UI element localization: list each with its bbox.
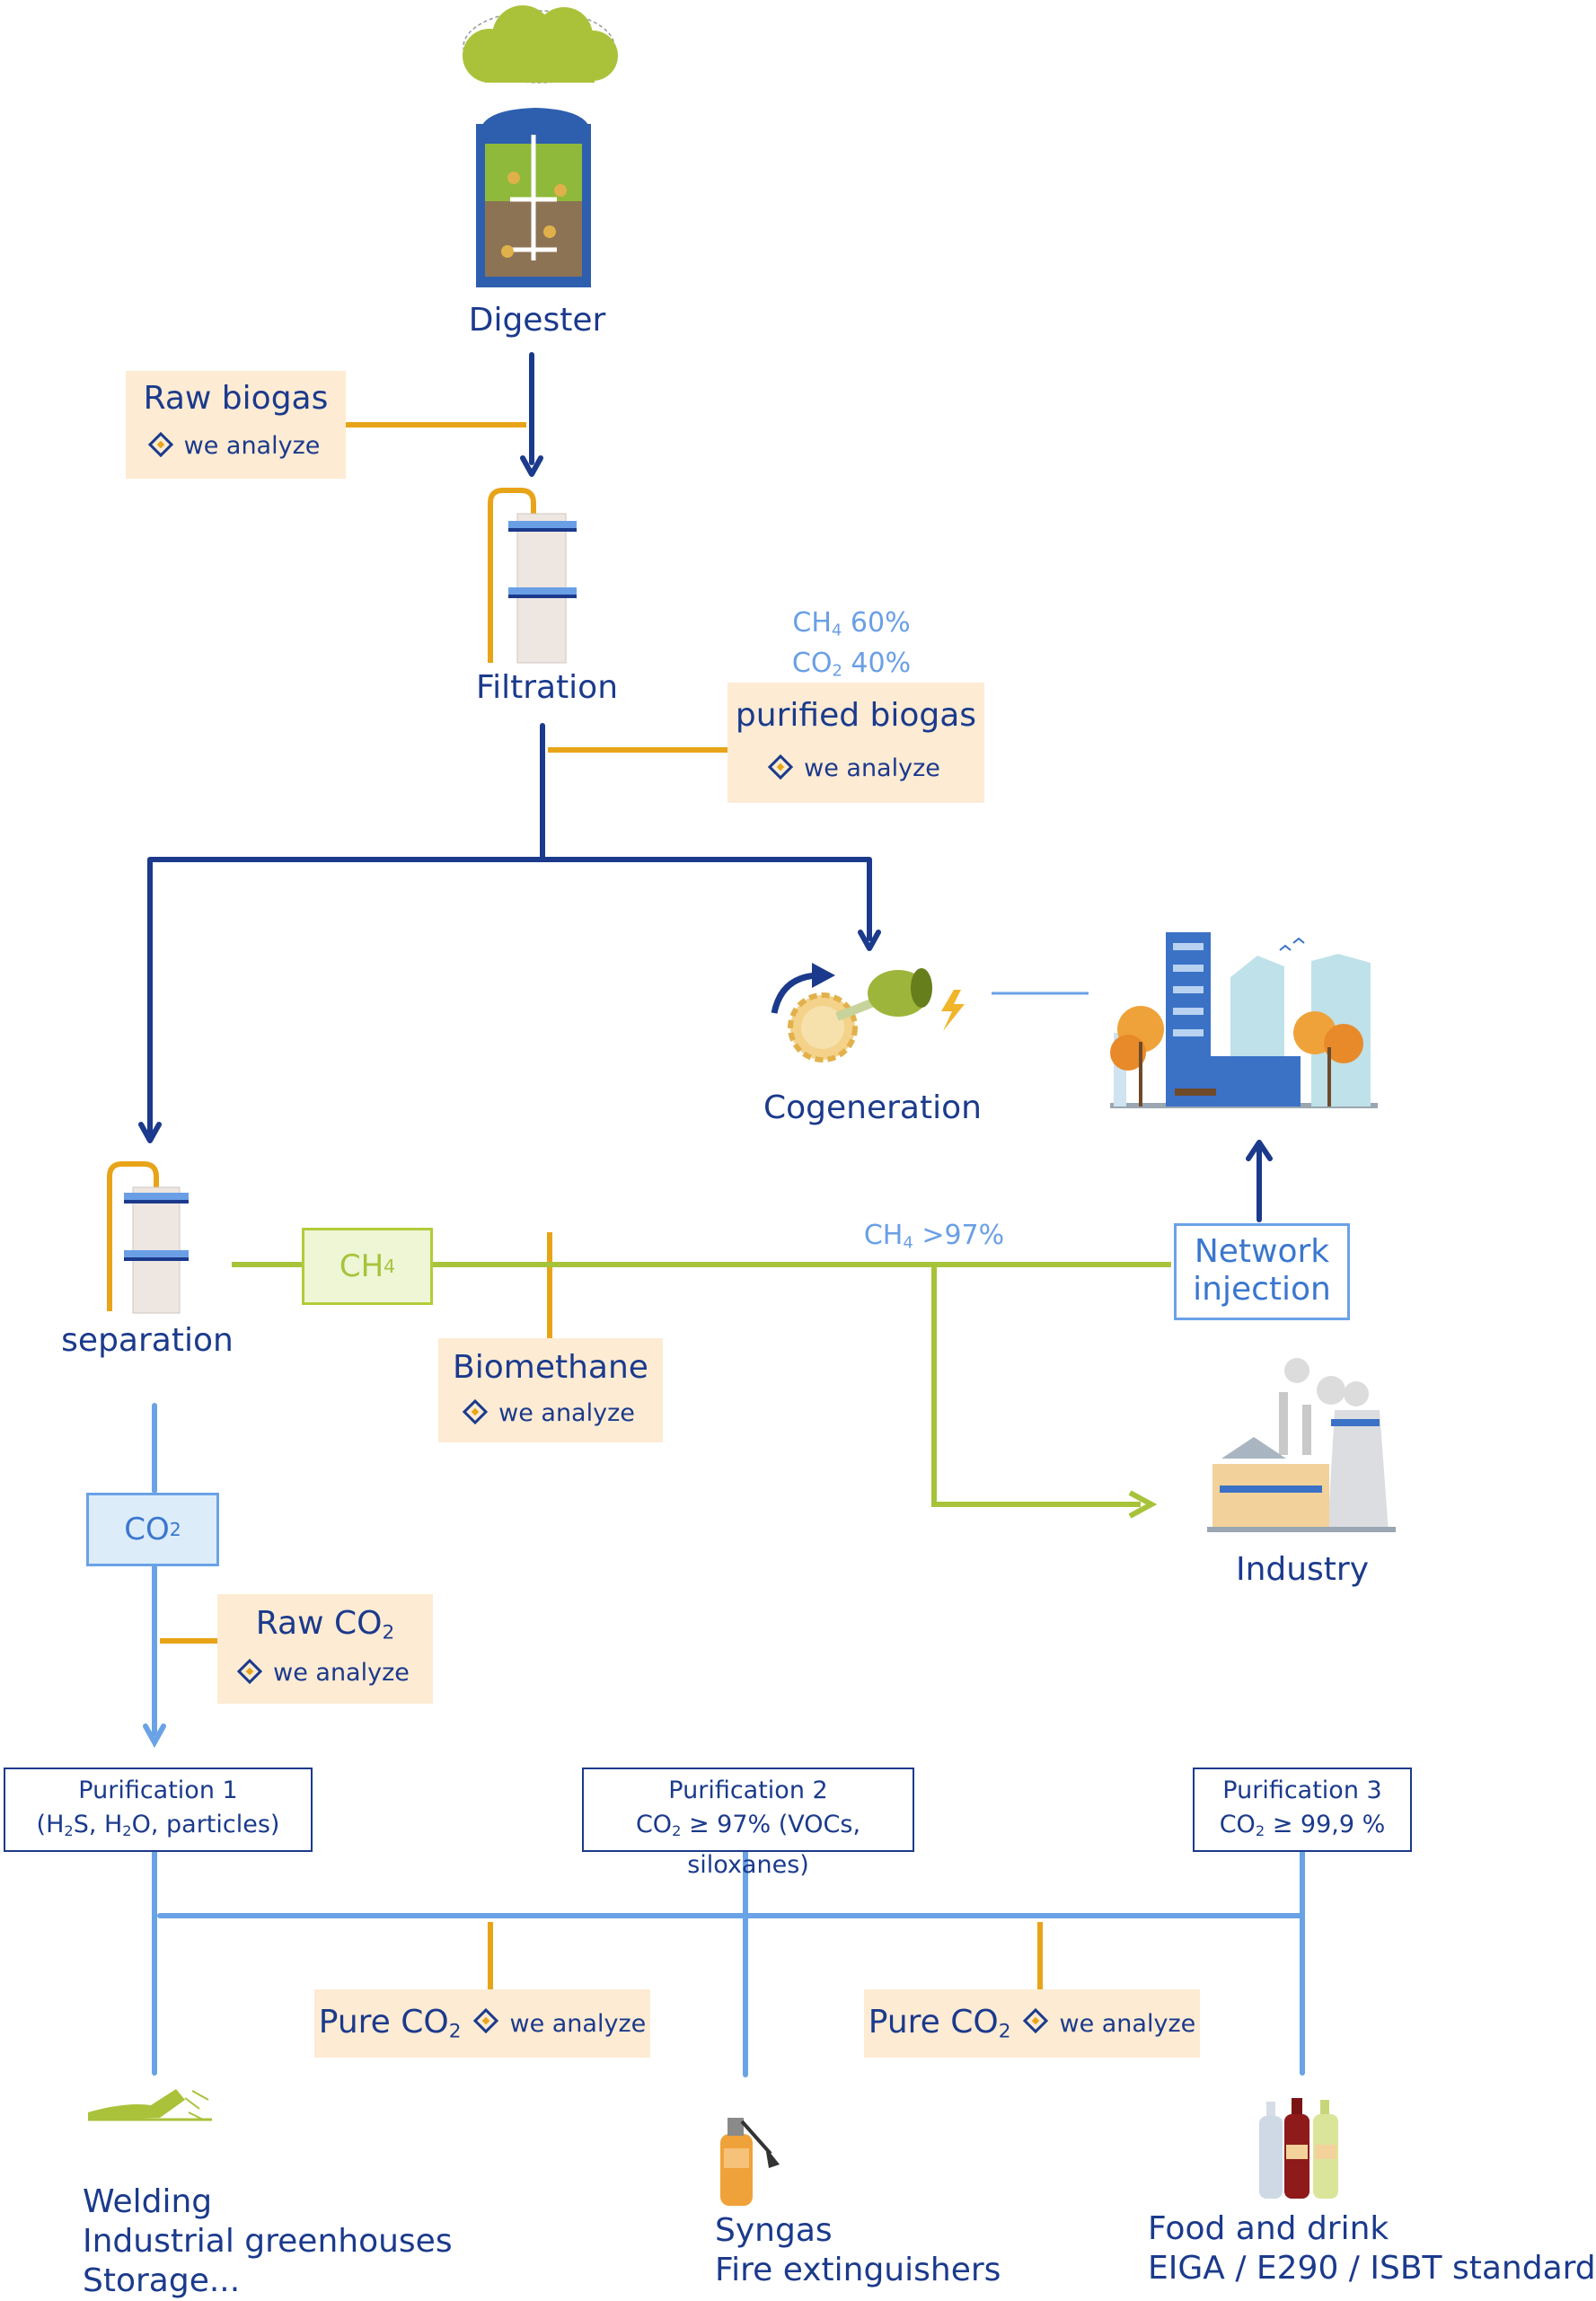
separation-label: separation xyxy=(61,1322,234,1359)
analyze-diamond-icon xyxy=(1023,2007,1049,2034)
purification-1-box: Purification 1 (H2S, H2O, particles) xyxy=(4,1768,313,1852)
cogeneration-engine-icon xyxy=(771,963,965,1062)
pure-co2-title: Pure CO2 xyxy=(868,2004,1011,2043)
purification-2-title: Purification 2 xyxy=(668,1776,828,1804)
purification-3-box: Purification 3 CO2 ≥ 99,9 % xyxy=(1193,1768,1412,1852)
pure-co2-box-2: Pure CO2 we analyze xyxy=(864,1989,1200,2058)
application-line: Welding xyxy=(83,2183,213,2220)
purification-2-box: Purification 2 CO2 ≥ 97% (VOCs, siloxane… xyxy=(582,1768,914,1879)
analyze-label: we analyze xyxy=(498,1399,635,1427)
raw-biogas-title: Raw biogas xyxy=(143,380,329,417)
purification-1-title: Purification 1 xyxy=(78,1776,238,1804)
purification-3-detail: CO2 ≥ 99,9 % xyxy=(1219,1811,1386,1840)
pure-co2-box-1: Pure CO2 we analyze xyxy=(314,1989,650,2058)
column-orange-bends xyxy=(107,488,536,1311)
network-injection-line-2: injection xyxy=(1193,1271,1331,1308)
drink-bottles-icon xyxy=(1259,2098,1338,2199)
orange-analyze-links xyxy=(160,422,1043,1989)
fire-extinguisher-icon xyxy=(720,2118,780,2206)
network-injection-line-1: Network xyxy=(1194,1233,1330,1270)
application-line: Food and drink xyxy=(1148,2210,1389,2247)
raw-co2-box: Raw CO2 we analyze xyxy=(217,1594,433,1704)
co2-composition: CO2 40% xyxy=(791,647,912,681)
application-line: Syngas xyxy=(715,2212,833,2249)
application-line: EIGA / E290 / ISBT standard xyxy=(1148,2250,1596,2287)
analyze-label: we analyze xyxy=(509,2009,647,2038)
digester-label: Digester xyxy=(468,302,606,339)
analyze-diamond-icon xyxy=(147,431,173,457)
analyze-diamond-icon xyxy=(767,754,794,780)
biomethane-title: Biomethane xyxy=(453,1349,648,1386)
raw-biogas-box: Raw biogas we analyze xyxy=(126,371,346,479)
purified-biogas-box: purified biogas we analyze xyxy=(727,683,984,803)
dark-blue-flow xyxy=(138,352,1273,1222)
biomethane-box: Biomethane we analyze xyxy=(438,1338,663,1442)
raw-co2-title: Raw CO2 xyxy=(255,1605,395,1644)
welding-torch-icon xyxy=(88,2089,212,2121)
purification-3-title: Purification 3 xyxy=(1222,1776,1382,1804)
network-injection-box: Network injection xyxy=(1174,1223,1350,1320)
application-line: Storage... xyxy=(83,2262,241,2299)
application-food-drink: Food and drink EIGA / E290 / ISBT standa… xyxy=(1148,2209,1596,2288)
application-welding: Welding Industrial greenhouses Storage..… xyxy=(83,2182,453,2301)
cloud-icon xyxy=(463,5,618,84)
filter-column-icon xyxy=(508,513,577,664)
filtration-label: Filtration xyxy=(476,669,619,706)
purification-2-detail: CO2 ≥ 97% (VOCs, siloxanes) xyxy=(635,1811,861,1880)
ch4-purity: CH4 >97% xyxy=(863,1220,1005,1253)
analyze-label: we analyze xyxy=(1059,2009,1196,2038)
pure-co2-title: Pure CO2 xyxy=(318,2004,462,2043)
industry-label: Industry xyxy=(1235,1551,1370,1588)
city-buildings-icon xyxy=(1110,932,1378,1108)
factory-icon xyxy=(1207,1358,1396,1532)
digester-tank-icon xyxy=(476,108,591,287)
application-line: Fire extinguishers xyxy=(715,2252,1001,2288)
ch4-composition: CH4 60% xyxy=(792,607,911,640)
biogas-composition: CH4 60% CO2 40% xyxy=(762,607,941,687)
analyze-label: we analyze xyxy=(183,432,321,460)
application-line: Industrial greenhouses xyxy=(83,2223,453,2260)
purified-biogas-title: purified biogas xyxy=(735,697,977,734)
analyze-diamond-icon xyxy=(462,1398,489,1424)
light-blue-co2-flow xyxy=(143,1403,1305,2077)
analyze-label: we analyze xyxy=(804,754,940,782)
purification-1-detail: (H2S, H2O, particles) xyxy=(36,1811,280,1840)
analyze-diamond-icon xyxy=(236,1658,263,1684)
application-syngas: Syngas Fire extinguishers xyxy=(715,2211,1001,2290)
cogeneration-label: Cogeneration xyxy=(763,1089,982,1126)
green-biomethane-flow xyxy=(232,1262,1171,1519)
process-diagram xyxy=(88,5,1396,2206)
analyze-label: we analyze xyxy=(273,1659,410,1687)
analyze-diamond-icon xyxy=(473,2007,499,2034)
separation-column-icon xyxy=(124,1186,189,1314)
